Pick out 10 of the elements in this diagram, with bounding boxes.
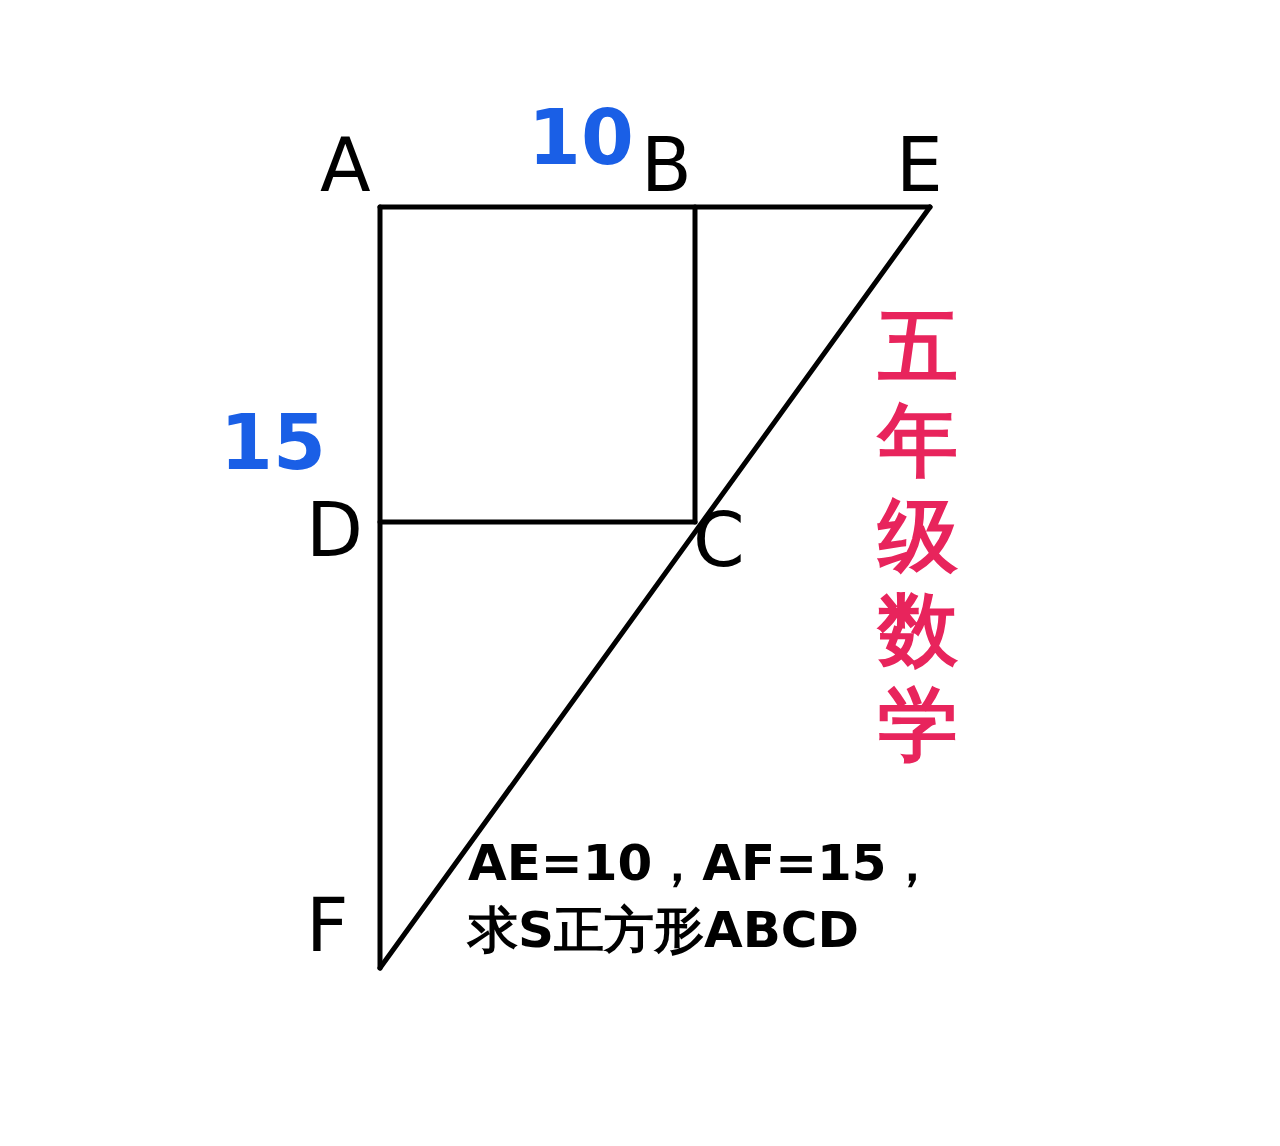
vertical-title: 五年级数学 [878,300,958,772]
point-label: B [641,128,692,202]
problem-text: AE=10，AF=15， [468,838,937,888]
point-label: A [320,128,371,202]
length-label: 10 [528,100,634,176]
point-label: E [896,128,943,202]
length-label: 15 [220,405,326,481]
point-label: D [306,493,363,567]
point-label: F [306,888,349,962]
problem-text: 求S正方形ABCD [468,905,859,955]
